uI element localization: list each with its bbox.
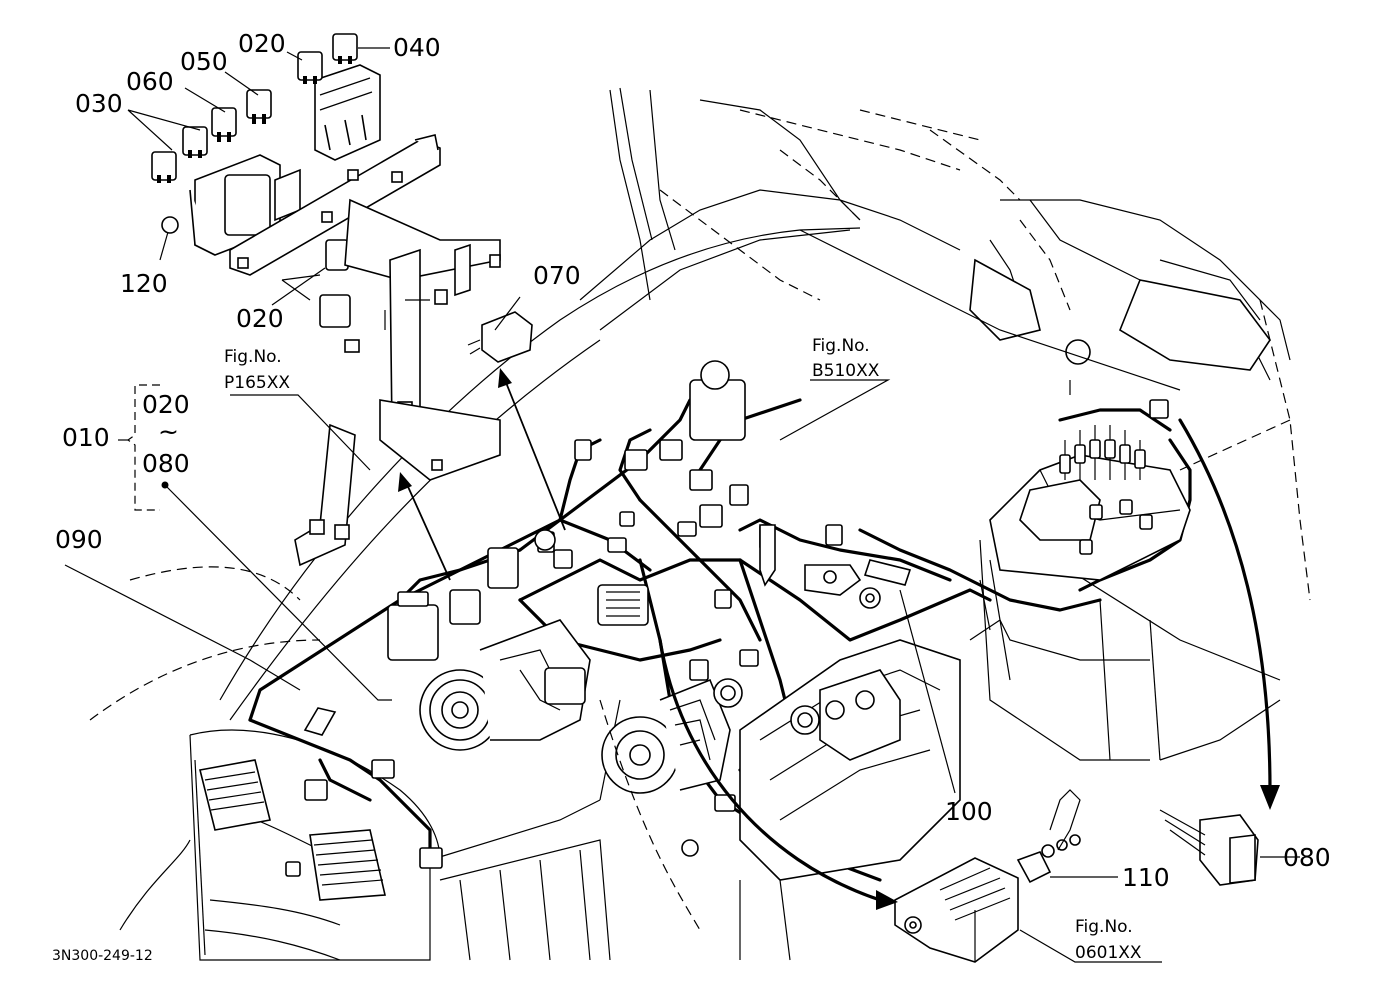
fuse-030-right xyxy=(182,126,208,158)
ref-0601-prefix: Fig.No. xyxy=(1075,917,1133,937)
leader-lines xyxy=(64,296,1300,963)
fuse-060 xyxy=(211,107,237,142)
arrows xyxy=(398,368,1280,910)
fuse-040 xyxy=(332,33,358,64)
ac-compressor xyxy=(419,619,591,751)
label-050: 050 xyxy=(180,47,228,76)
figure-references: Fig.No. P165XX Fig.No. B510XX Fig.No. 06… xyxy=(224,336,1142,963)
bracket-110 xyxy=(1016,789,1081,884)
diagram-id: 3N300-249-12 xyxy=(52,948,153,964)
glow-controller-0601 xyxy=(894,857,1019,963)
label-010: 010 xyxy=(62,423,110,452)
label-100: 100 xyxy=(945,797,993,826)
harness-connectors xyxy=(285,360,1169,877)
part-labels: 020 040 050 060 030 120 020 070 010 020 … xyxy=(55,29,1331,892)
label-110: 110 xyxy=(1122,863,1170,892)
connector-080 xyxy=(1159,809,1259,886)
rear-control-panel xyxy=(979,425,1191,661)
ref-0601-code: 0601XX xyxy=(1075,943,1142,963)
solenoid-parts xyxy=(759,524,912,609)
ref-b510-prefix: Fig.No. xyxy=(812,336,870,356)
fuse-050 xyxy=(246,89,272,124)
connector-070 xyxy=(467,311,533,363)
label-080-range: 080 xyxy=(142,449,190,478)
ref-p165-code: P165XX xyxy=(224,373,290,393)
engine-block xyxy=(599,618,1011,961)
label-080: 080 xyxy=(1283,843,1331,872)
label-tilde: ~ xyxy=(158,417,179,446)
label-040: 040 xyxy=(393,33,441,62)
label-020-top: 020 xyxy=(238,29,286,58)
range-bracket-010 xyxy=(118,384,160,511)
front-grille xyxy=(189,699,621,961)
leader-lines-top xyxy=(127,47,390,306)
label-020-mid: 020 xyxy=(236,304,284,333)
ref-b510-code: B510XX xyxy=(812,361,880,381)
cab-frame xyxy=(579,87,1311,601)
ref-p165-prefix: Fig.No. xyxy=(224,347,282,367)
fuse-030-left xyxy=(151,151,177,183)
hood-panel xyxy=(89,227,1281,931)
alternator xyxy=(601,678,743,857)
label-070: 070 xyxy=(533,261,581,290)
fuse-box-assembly xyxy=(161,64,501,567)
label-120: 120 xyxy=(120,269,168,298)
label-020-range: 020 xyxy=(142,390,190,419)
label-030: 030 xyxy=(75,89,123,118)
label-060: 060 xyxy=(126,67,174,96)
label-090: 090 xyxy=(55,525,103,554)
fuse-020-top xyxy=(297,51,323,84)
